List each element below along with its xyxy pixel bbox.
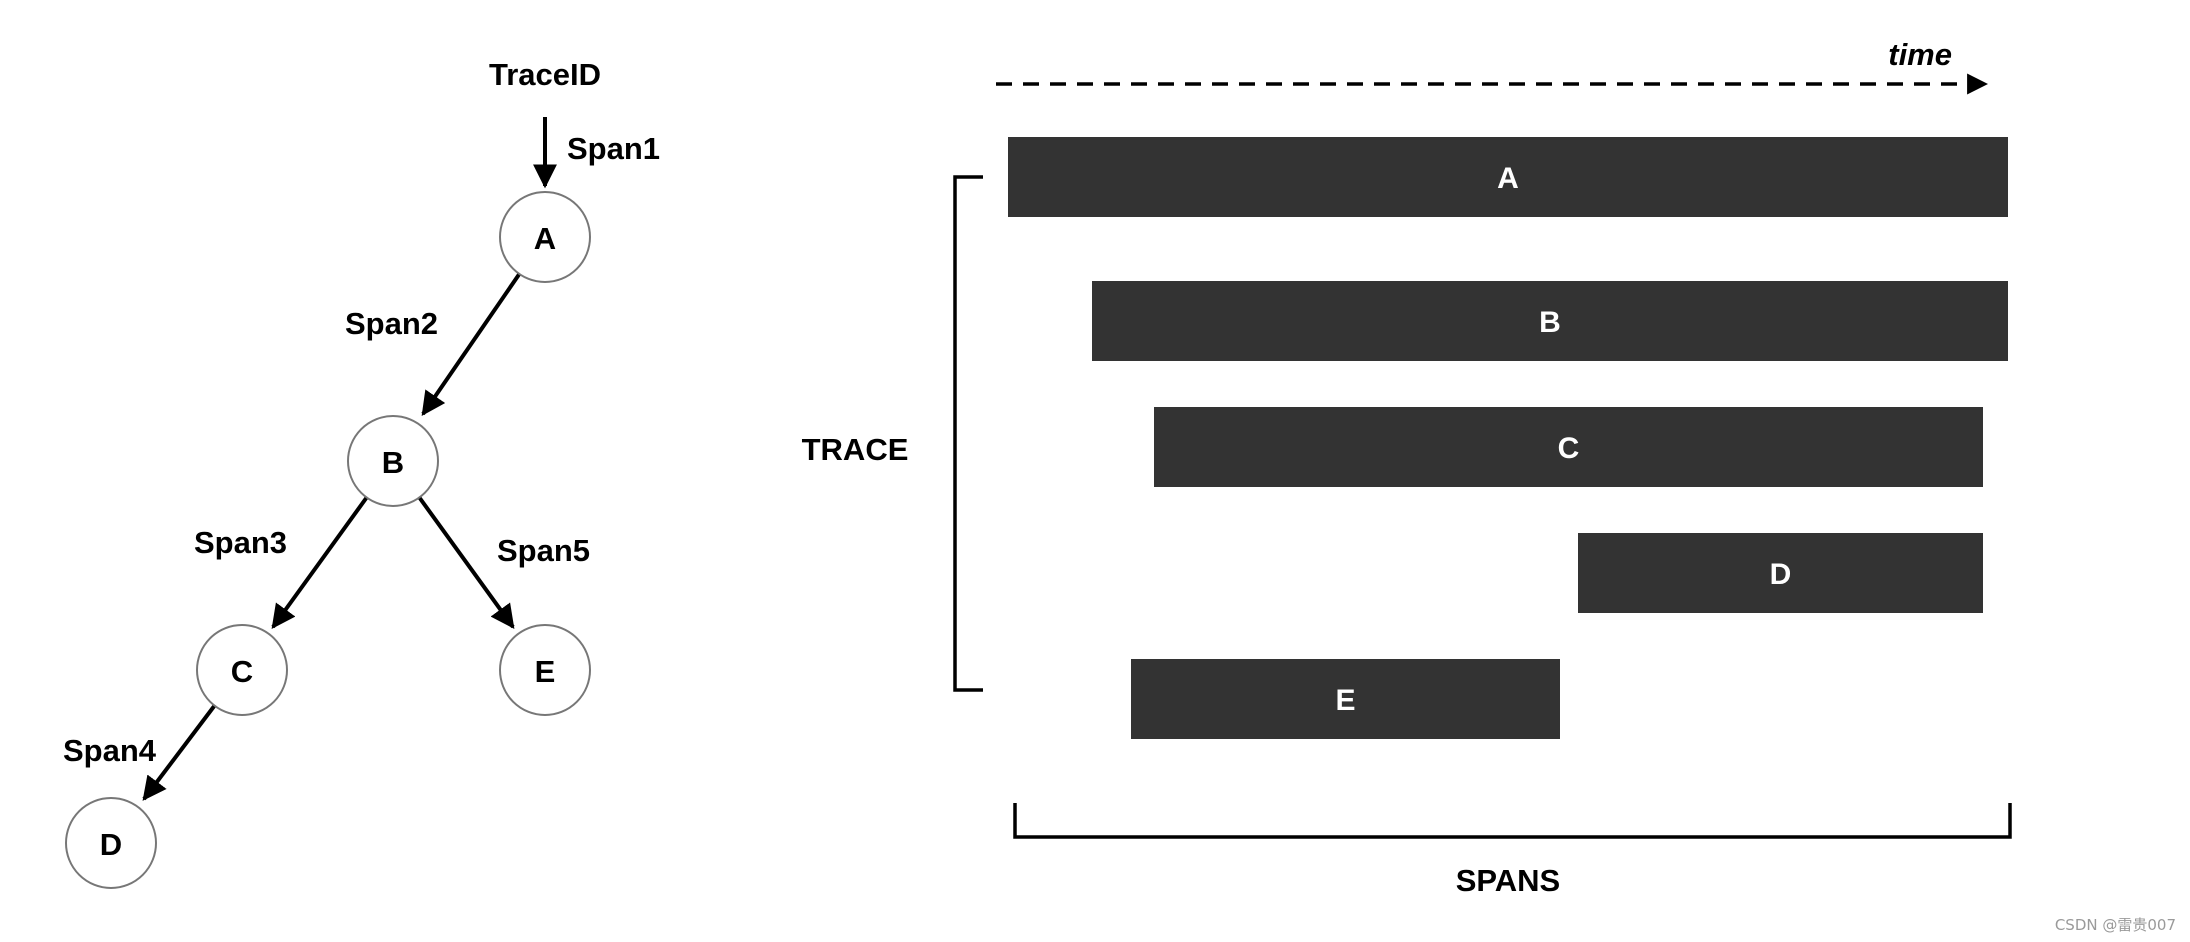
span-bar-label: B bbox=[1539, 306, 1561, 339]
time-axis-label: time bbox=[1888, 37, 1952, 72]
tree-node-a: A bbox=[499, 191, 591, 283]
svg-text:A: A bbox=[534, 221, 556, 256]
span-bar-rect bbox=[1131, 659, 1560, 739]
tree-node-b: B bbox=[347, 415, 439, 507]
svg-text:B: B bbox=[382, 445, 404, 480]
span-bar-d: D bbox=[1578, 533, 1983, 613]
trace-id-label: TraceID bbox=[489, 57, 601, 92]
span-bar-label: D bbox=[1770, 558, 1792, 591]
span-timeline: time TRACE A B C D E SPANS bbox=[802, 37, 2012, 898]
spans-bracket bbox=[1013, 803, 2012, 839]
edge-b-c bbox=[271, 495, 369, 629]
spans-label: SPANS bbox=[1456, 863, 1561, 898]
span-bar-label: E bbox=[1335, 684, 1355, 717]
tree-node-e: E bbox=[499, 624, 591, 716]
span-bar-label: C bbox=[1558, 432, 1580, 465]
span-tree: TraceID Span1 Span2 Span3 Span4 Span5 A … bbox=[63, 57, 660, 889]
tree-node-c: C bbox=[196, 624, 288, 716]
edge-label-span2: Span2 bbox=[345, 306, 438, 341]
watermark: CSDN @雷贵007 bbox=[2055, 916, 2176, 934]
span-bar-c: C bbox=[1154, 407, 1983, 487]
span-bars: A B C D E bbox=[1008, 137, 2008, 739]
edge-c-d bbox=[142, 703, 217, 801]
svg-text:C: C bbox=[231, 654, 253, 689]
edge-label-span1: Span1 bbox=[567, 131, 660, 166]
span-bar-rect bbox=[1092, 281, 2008, 361]
edge-a-b bbox=[421, 271, 522, 416]
span-bar-rect bbox=[1578, 533, 1983, 613]
span-bar-e: E bbox=[1131, 659, 1560, 739]
edge-b-e bbox=[417, 495, 515, 629]
edge-label-span3: Span3 bbox=[194, 525, 287, 560]
svg-text:E: E bbox=[535, 654, 556, 689]
tree-node-d: D bbox=[65, 797, 157, 889]
span-bar-rect bbox=[1008, 137, 2008, 217]
svg-text:D: D bbox=[100, 827, 122, 862]
span-bar-b: B bbox=[1092, 281, 2008, 361]
trace-bracket bbox=[953, 175, 983, 692]
edge-label-span4: Span4 bbox=[63, 733, 157, 768]
span-bar-a: A bbox=[1008, 137, 2008, 217]
trace-label: TRACE bbox=[802, 432, 909, 467]
edge-label-span5: Span5 bbox=[497, 533, 590, 568]
span-bar-rect bbox=[1154, 407, 1983, 487]
span-bar-label: A bbox=[1497, 162, 1519, 195]
